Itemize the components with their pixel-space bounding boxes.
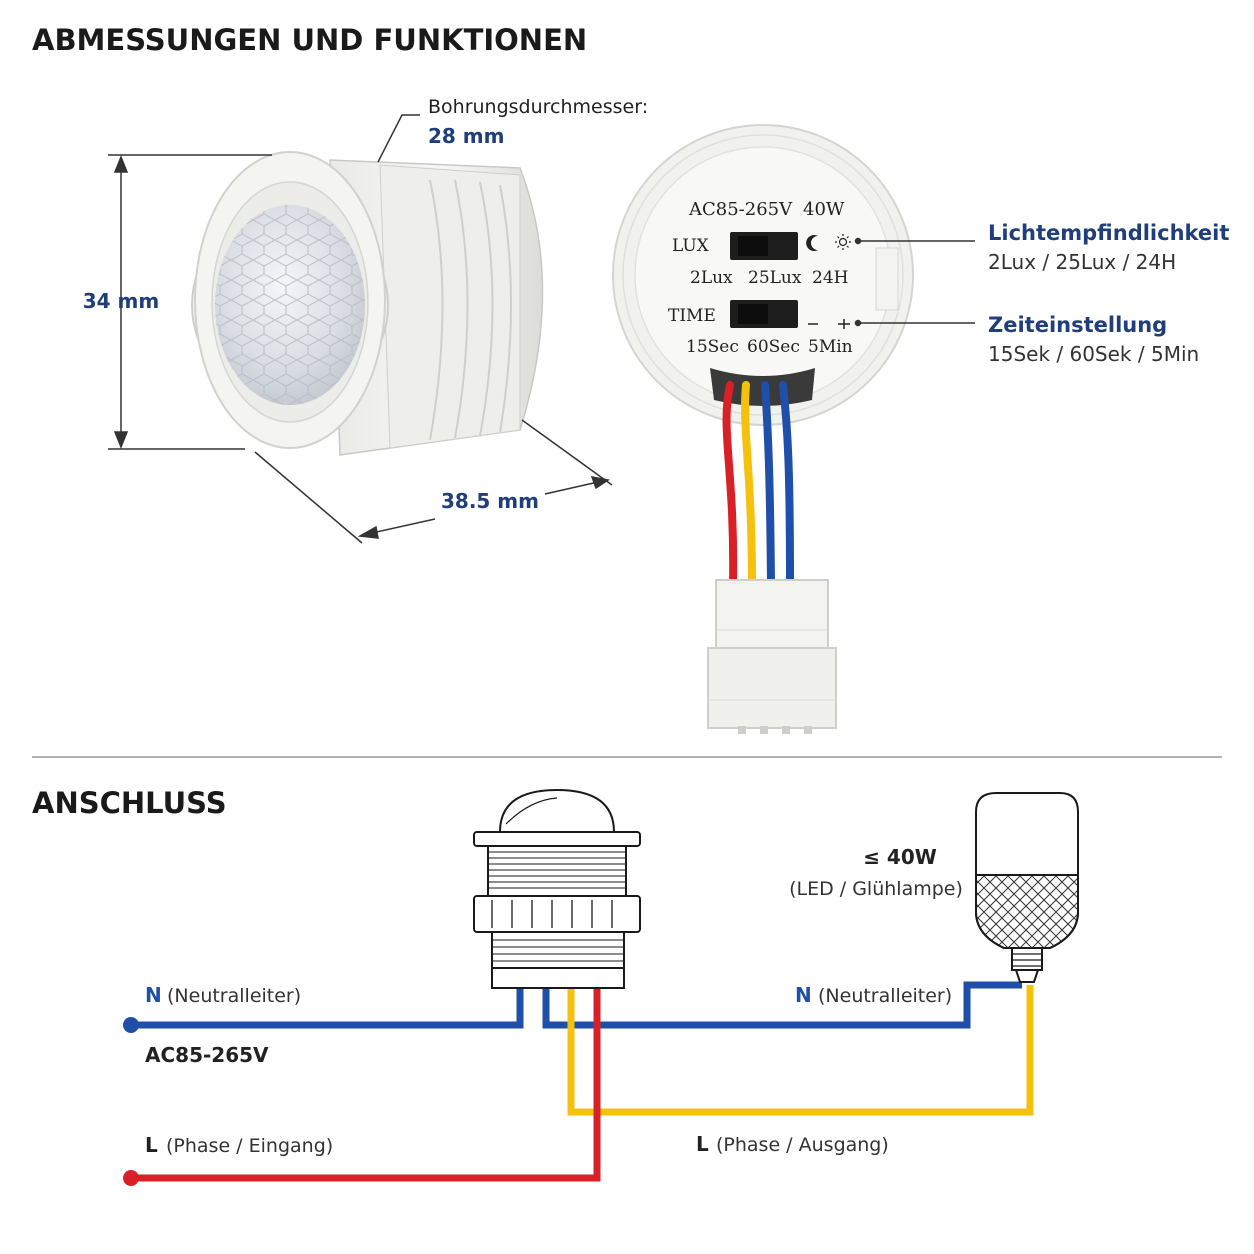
lamp-power: ≤ 40W bbox=[863, 845, 937, 869]
height-label: 34 mm bbox=[83, 289, 159, 313]
power-text: 40W bbox=[803, 199, 845, 220]
time-option-60sec: 60Sec bbox=[747, 337, 800, 357]
heading-connection: ANSCHLUSS bbox=[32, 786, 227, 820]
heading-dimensions: ABMESSUNGEN UND FUNKTIONEN bbox=[32, 23, 587, 57]
height-dimension bbox=[108, 154, 272, 450]
sensor-schematic bbox=[473, 788, 641, 989]
long-time-icon bbox=[838, 319, 850, 329]
depth-dimension bbox=[254, 419, 613, 544]
lamp-type: (LED / Glühlampe) bbox=[789, 878, 963, 900]
wiring-lines bbox=[131, 981, 1034, 1182]
bore-label: Bohrungsdurchmesser: bbox=[428, 96, 648, 118]
light-sensitivity-values: 2Lux / 25Lux / 24H bbox=[988, 250, 1176, 274]
sun-icon bbox=[835, 234, 851, 250]
lamp-bulb bbox=[975, 792, 1079, 983]
callout-leaders bbox=[854, 237, 975, 327]
neutral-wire-in bbox=[131, 985, 524, 1029]
time-option-15sec: 15Sec bbox=[686, 337, 739, 357]
bore-callout bbox=[377, 114, 420, 163]
neutral-left-text: (Neutralleiter) bbox=[167, 985, 301, 1007]
supply-voltage: AC85-265V bbox=[145, 1043, 269, 1067]
neutral-wire-out bbox=[542, 981, 1022, 1029]
phase-in-wire bbox=[131, 985, 601, 1182]
sensor-front-view bbox=[191, 151, 544, 456]
wire-connector bbox=[707, 579, 837, 734]
sensor-lead-wires bbox=[722, 381, 794, 589]
lux-option-2lux: 2Lux bbox=[690, 268, 733, 288]
phase-out-letter: L bbox=[696, 1132, 709, 1156]
lux-option-25lux: 25Lux bbox=[748, 268, 802, 288]
bore-value: 28 mm bbox=[428, 124, 504, 148]
moon-icon bbox=[806, 235, 818, 252]
phase-in-letter: L bbox=[145, 1133, 158, 1157]
lux-label: LUX bbox=[672, 236, 710, 256]
time-setting-values: 15Sek / 60Sek / 5Min bbox=[988, 342, 1199, 366]
neutral-right-text: (Neutralleiter) bbox=[818, 985, 952, 1007]
phase-terminal bbox=[123, 1170, 139, 1186]
depth-label: 38.5 mm bbox=[441, 489, 539, 513]
rating-text: AC85-265V bbox=[688, 199, 793, 220]
phase-out-wire bbox=[567, 985, 1034, 1116]
phase-in-text: (Phase / Eingang) bbox=[166, 1135, 333, 1157]
neutral-left-letter: N bbox=[145, 983, 162, 1007]
phase-out-text: (Phase / Ausgang) bbox=[716, 1134, 889, 1156]
light-sensitivity-title: Lichtempfindlichkeit bbox=[988, 221, 1229, 245]
time-option-5min: 5Min bbox=[808, 337, 853, 357]
time-setting-title: Zeiteinstellung bbox=[988, 313, 1167, 337]
time-label: TIME bbox=[668, 306, 716, 326]
lux-option-24h: 24H bbox=[812, 268, 848, 288]
neutral-terminal bbox=[123, 1017, 139, 1033]
neutral-right-letter: N bbox=[795, 983, 812, 1007]
